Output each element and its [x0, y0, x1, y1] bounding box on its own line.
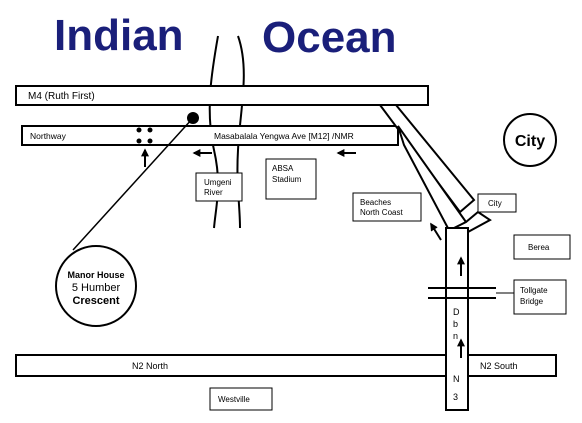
umgeni-label-line2: River — [204, 188, 223, 197]
n2-north-label: N2 North — [132, 361, 168, 371]
m4-road — [15, 85, 429, 106]
m4-road-label: M4 (Ruth First) — [28, 91, 95, 102]
northway-road — [21, 125, 399, 146]
westville-label: Westville — [218, 395, 250, 404]
n3-overlap — [447, 354, 467, 410]
n3-label-b: b — [453, 319, 458, 329]
berea-label: Berea — [528, 243, 550, 252]
city-circle-label: City — [515, 133, 545, 150]
umgeni-river-left-bank — [208, 35, 219, 229]
northway-road-label: Northway — [30, 131, 67, 141]
manor-house-circle — [55, 245, 137, 327]
n3-label-d: D — [453, 307, 460, 317]
tollgate-box — [513, 279, 567, 315]
arrow-beaches-icon — [430, 222, 442, 241]
umgeni-label-line1: Umgeni — [204, 178, 232, 187]
manor-house-line3: Crescent — [72, 295, 119, 307]
n3-label-3: 3 — [453, 392, 458, 402]
beaches-label-line2: North Coast — [360, 208, 403, 217]
junction-dots-icon — [136, 127, 153, 144]
umgeni-river-right-bank — [236, 35, 245, 229]
tollgate-label-line1: Tollgate — [520, 286, 548, 295]
absa-stadium-box — [265, 158, 317, 200]
ocean-title-word1: Indian — [54, 11, 184, 60]
city-circle — [503, 113, 557, 167]
n2-road — [15, 354, 557, 377]
westville-box — [209, 387, 273, 411]
pointer-line — [72, 117, 194, 251]
manor-house-line2: 5 Humber — [72, 282, 121, 294]
n3-label-n2: N — [453, 374, 460, 384]
manor-house-line1: Manor House — [67, 270, 124, 280]
masabalala-road-label: Masabalala Yengwa Ave [M12] /NMR — [214, 131, 354, 141]
umgeni-river-box — [195, 172, 243, 202]
ocean-title-word2: Ocean — [262, 13, 397, 62]
n3-label-n: n — [453, 331, 458, 341]
tollgate-label-line2: Bridge — [520, 297, 544, 306]
n2-south-label: N2 South — [480, 361, 518, 371]
beaches-box — [352, 192, 422, 222]
absa-label-line1: ABSA — [272, 164, 294, 173]
absa-label-line2: Stadium — [272, 175, 302, 184]
city-box — [477, 193, 517, 213]
berea-box — [513, 234, 571, 260]
beaches-label-line1: Beaches — [360, 198, 391, 207]
city-box-label: City — [488, 199, 502, 208]
